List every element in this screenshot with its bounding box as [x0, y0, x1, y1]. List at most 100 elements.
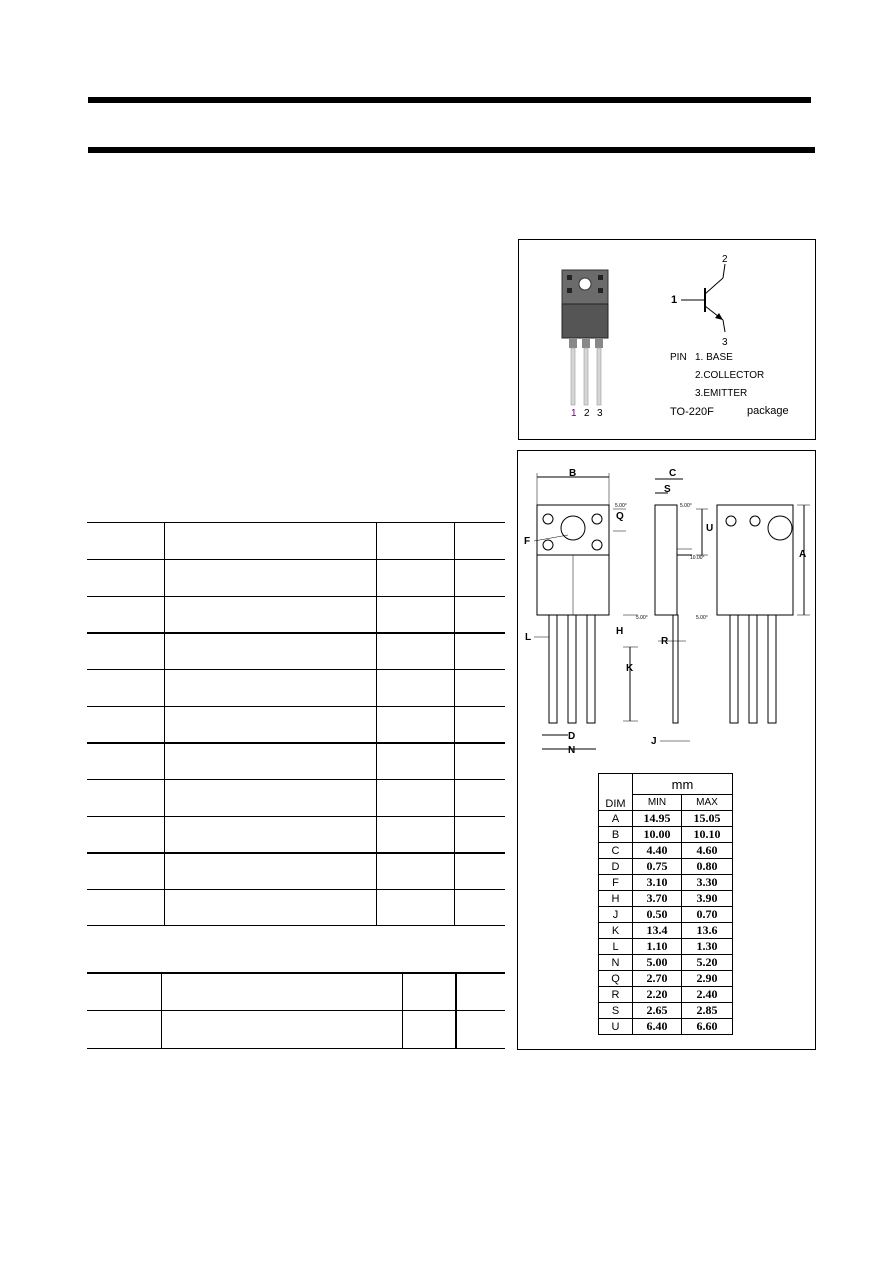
- outline-label-u: U: [706, 523, 714, 534]
- max-cell: 10.10: [681, 826, 733, 843]
- min-cell: 0.50: [632, 906, 682, 923]
- max-cell: 3.90: [681, 890, 733, 907]
- outline-label-l: L: [525, 632, 532, 643]
- photo-pin-1: 1: [571, 408, 577, 419]
- min-cell: 3.10: [632, 874, 682, 891]
- min-cell: 0.75: [632, 858, 682, 875]
- min-cell: 5.00: [632, 954, 682, 971]
- max-cell: 2.85: [681, 1002, 733, 1019]
- max-cell: 0.80: [681, 858, 733, 875]
- to220f-package-photo: [561, 269, 609, 406]
- min-cell: 4.40: [632, 842, 682, 859]
- dim-cell: U: [598, 1018, 633, 1035]
- pin-list-item-1: 1. BASE: [695, 352, 733, 363]
- dim-cell: H: [598, 890, 633, 907]
- package-word: package: [747, 405, 789, 417]
- outline-label-b: B: [569, 468, 577, 479]
- min-cell: 2.70: [632, 970, 682, 987]
- dim-cell: N: [598, 954, 633, 971]
- angle-label-4: 5.00°: [636, 615, 648, 621]
- outline-label-h: H: [616, 626, 624, 637]
- dim-cell: L: [598, 938, 633, 955]
- dim-cell: Q: [598, 970, 633, 987]
- unit-header: mm: [632, 773, 733, 795]
- max-cell: 5.20: [681, 954, 733, 971]
- min-cell: 14.95: [632, 810, 682, 827]
- dim-cell: K: [598, 922, 633, 939]
- angle-label-2: 5.00°: [680, 503, 692, 509]
- package-pinout-box: 1 2 3 2 1 3 PIN 1. BASE 2.COLLECTOR 3.EM…: [518, 239, 816, 440]
- symbol-base-pin: 1: [671, 294, 678, 306]
- ratings-table: [87, 522, 505, 926]
- dim-cell: D: [598, 858, 633, 875]
- dim-cell: B: [598, 826, 633, 843]
- outline-label-j: J: [651, 736, 657, 747]
- package-outline-drawing: [533, 473, 810, 750]
- pin-list-item-3: 3.EMITTER: [695, 388, 748, 399]
- outline-label-d: D: [568, 731, 576, 742]
- outline-label-n: N: [568, 745, 576, 756]
- min-cell: 1.10: [632, 938, 682, 955]
- package-dimensions-box: B C S Q F U A L H R K D N J 5.00° 5.00° …: [517, 450, 816, 1050]
- angle-label-1: 5.00°: [615, 503, 627, 509]
- max-cell: 2.40: [681, 986, 733, 1003]
- min-cell: 13.4: [632, 922, 682, 939]
- dim-cell: S: [598, 1002, 633, 1019]
- dim-cell: J: [598, 906, 633, 923]
- angle-label-3: 10.00°: [690, 555, 705, 561]
- pin-list-title: PIN: [670, 352, 687, 363]
- dim-cell: R: [598, 986, 633, 1003]
- min-cell: 3.70: [632, 890, 682, 907]
- photo-pin-2: 2: [584, 408, 590, 419]
- outline-label-k: K: [626, 663, 634, 674]
- max-cell: 3.30: [681, 874, 733, 891]
- thermal-table: [87, 972, 505, 1050]
- max-cell: 2.90: [681, 970, 733, 987]
- symbol-emitter-pin: 3: [722, 337, 728, 348]
- outline-label-c: C: [669, 468, 677, 479]
- package-name: TO-220F: [670, 406, 714, 418]
- outline-label-q: Q: [616, 511, 624, 522]
- pin-list-item-2: 2.COLLECTOR: [695, 370, 765, 381]
- max-cell: 4.60: [681, 842, 733, 859]
- symbol-collector-pin: 2: [722, 254, 728, 265]
- dim-cell: F: [598, 874, 633, 891]
- outline-label-a: A: [799, 549, 807, 560]
- min-cell: 10.00: [632, 826, 682, 843]
- header-rule-top: [88, 97, 811, 103]
- max-cell: 6.60: [681, 1018, 733, 1035]
- header-rule-bottom: [88, 147, 815, 153]
- min-header: MIN: [632, 794, 682, 811]
- dim-header: DIM: [598, 773, 633, 811]
- outline-label-f: F: [524, 536, 531, 547]
- max-header: MAX: [681, 794, 733, 811]
- min-cell: 2.20: [632, 986, 682, 1003]
- dim-cell: A: [598, 810, 633, 827]
- min-cell: 2.65: [632, 1002, 682, 1019]
- min-cell: 6.40: [632, 1018, 682, 1035]
- outline-label-r: R: [661, 636, 669, 647]
- npn-transistor-symbol: [681, 263, 726, 333]
- max-cell: 15.05: [681, 810, 733, 827]
- max-cell: 1.30: [681, 938, 733, 955]
- dim-cell: C: [598, 842, 633, 859]
- angle-label-5: 5.00°: [696, 615, 708, 621]
- max-cell: 13.6: [681, 922, 733, 939]
- photo-pin-3: 3: [597, 408, 603, 419]
- max-cell: 0.70: [681, 906, 733, 923]
- outline-label-s: S: [664, 484, 671, 495]
